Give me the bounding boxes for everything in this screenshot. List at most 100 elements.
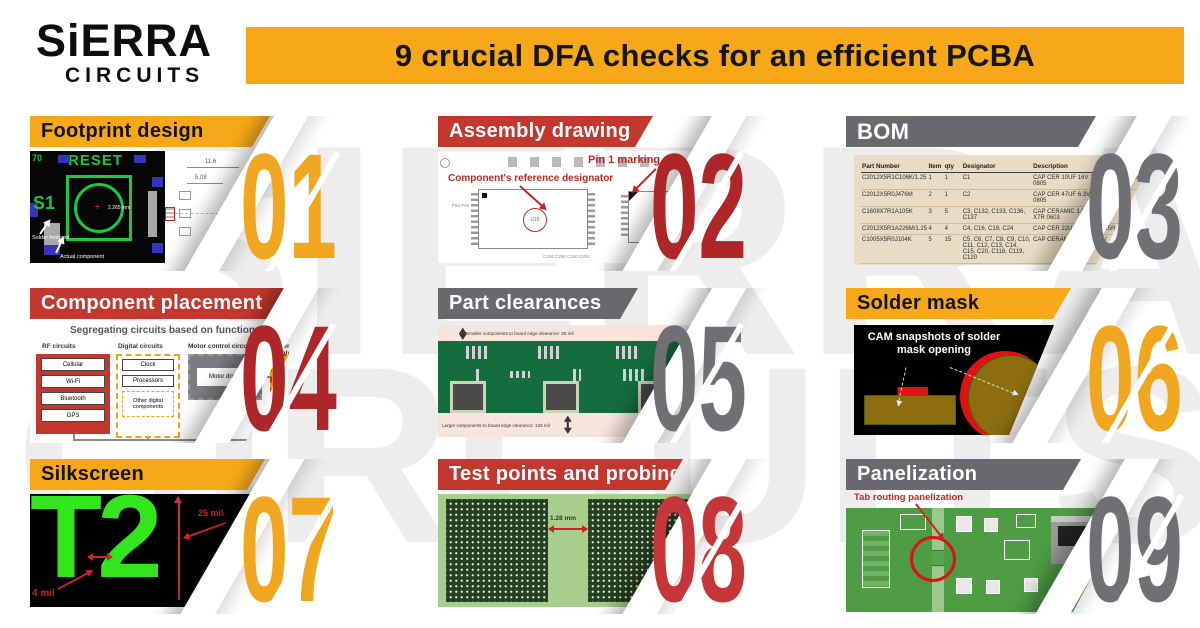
- height-dim-label: 25 mil: [198, 508, 224, 518]
- tab-highlight-circle: [910, 536, 956, 582]
- card-component-placement: Component placement Segregating circuits…: [30, 288, 375, 443]
- solder-footprint-label: Solder footprint: [32, 235, 70, 241]
- smt-pad: [956, 578, 972, 594]
- bom-cell: 5: [927, 235, 943, 264]
- rf-circuits-box: Cellular Wi-Fi Bluetooth GPS: [36, 354, 110, 434]
- card-number: 05: [650, 294, 747, 443]
- logo-line2: CIRCUITS: [65, 64, 205, 87]
- card-part-clearances: Part clearances Smaller components to bo…: [438, 288, 783, 443]
- dim-line: [187, 167, 239, 168]
- page-title: 9 crucial DFA checks for an efficient PC…: [394, 37, 1036, 73]
- card-number: 07: [240, 465, 337, 614]
- part-outline: [179, 191, 191, 200]
- pad: [152, 243, 163, 253]
- dimension-label: 2.265 mm: [108, 205, 131, 211]
- block: Other digital components: [122, 391, 174, 417]
- card-silkscreen: Silkscreen T2 4 mil 25 mil 07: [30, 459, 375, 614]
- width-dim-arrow: [88, 556, 112, 558]
- logo-line1: SiERRA: [36, 15, 213, 66]
- sierra-circuits-logo: SiERRA CIRCUITS: [36, 18, 212, 86]
- footprint-courtyard: [66, 175, 132, 241]
- fiducial-pads-row: [508, 157, 658, 167]
- title-banner: 9 crucial DFA checks for an efficient PC…: [246, 27, 1184, 84]
- card-number: 03: [1086, 122, 1183, 271]
- footprint-circle: [74, 183, 124, 233]
- silkscreen-outline: [862, 530, 890, 588]
- silkscreen-70-label: 70: [32, 153, 43, 163]
- gap-dim-arrow: [549, 528, 587, 530]
- dim-arrow: [567, 417, 569, 433]
- component-cluster: [476, 369, 482, 381]
- bom-header-cell: Description: [1032, 161, 1129, 173]
- block: Cellular: [41, 358, 105, 371]
- bom-cell: 4: [944, 224, 962, 235]
- pad: [30, 203, 38, 217]
- dim-arrow: [462, 329, 464, 339]
- pin1-annotation: Pin 1 marking: [588, 154, 661, 166]
- component-cluster: [573, 369, 581, 381]
- card-panelization: Panelization Tab routing panelization 09: [846, 459, 1191, 614]
- clearance-note: Larger components to board edge clearanc…: [442, 423, 550, 428]
- test-point-array: [446, 499, 548, 602]
- pin-row: [621, 195, 628, 239]
- block: GPS: [41, 409, 105, 422]
- connector-shield: [1051, 516, 1113, 524]
- fiducial-target: [440, 158, 450, 168]
- bom-cell: C4, C16, C19, C24: [962, 224, 1032, 235]
- bom-header-cell: Designator: [962, 161, 1032, 173]
- card-title: Part clearances: [438, 288, 638, 319]
- highlighted-part: [165, 207, 175, 221]
- digital-circuits-box: Clock Processors Other digital component…: [116, 354, 180, 438]
- card-assembly-drawing: Assembly drawing U16 U13 Component's ref…: [438, 116, 783, 271]
- block: Processors: [122, 375, 174, 387]
- tab-routing-annotation: Tab routing panelization: [854, 492, 964, 503]
- component-cluster: [466, 346, 490, 359]
- mask-opening-strip: [898, 387, 928, 395]
- card-title: Assembly drawing: [438, 116, 653, 147]
- dim-value: 11.6: [205, 159, 217, 165]
- card-number: 06: [1086, 294, 1183, 443]
- card-title: Silkscreen: [30, 459, 265, 490]
- card-footprint-design: Footprint design 70 RESET + 2.265 mm S1: [30, 116, 375, 271]
- pad: [134, 155, 146, 163]
- bom-header-cell: qty: [944, 161, 962, 173]
- connector-line: [147, 438, 149, 440]
- card-title: BOM: [846, 116, 1096, 147]
- bom-cell: C5, C6, C7, C8, C9, C10, C11, C12, C13, …: [962, 235, 1032, 264]
- pin1-dot: [482, 193, 487, 198]
- smt-pad: [956, 516, 972, 532]
- ref-label: P64 P66: [452, 203, 470, 208]
- smt-pad: [1024, 578, 1038, 592]
- copper-pad: [864, 395, 956, 425]
- bom-cell: C1: [962, 173, 1032, 190]
- smt-pad: [984, 518, 998, 532]
- large-ic: [543, 381, 579, 413]
- bom-cell: C1608X7R1A105K: [861, 207, 927, 224]
- bom-cell: C3, C132, C133, C136, C137: [962, 207, 1032, 224]
- pin-row: [588, 193, 595, 245]
- actual-component-label: Actual component: [60, 254, 105, 260]
- bom-cell: C2: [962, 190, 1032, 207]
- card-number: 02: [650, 122, 747, 271]
- smt-pad: [986, 580, 1000, 594]
- bom-cell: C1005X5R0J104K: [861, 235, 927, 264]
- ic-outline: [1016, 514, 1036, 528]
- clearance-note: Smaller components to board edge clearan…: [466, 331, 574, 336]
- connector-line: [73, 439, 288, 441]
- bom-cell: 1: [944, 190, 962, 207]
- ref-label: C184 C255 C250 C252: [543, 254, 590, 259]
- centerline: [175, 213, 229, 214]
- card-title: Solder mask: [846, 288, 1071, 319]
- refdes-annotation: Component's reference designator: [448, 173, 614, 184]
- bom-cell: C2012X5R0J476M: [861, 190, 927, 207]
- bom-header-cell: Item: [927, 161, 943, 173]
- card-title: Panelization: [846, 459, 1081, 490]
- refdes-s1: S1: [33, 193, 56, 213]
- block: Clock: [122, 359, 174, 371]
- pad: [152, 177, 163, 187]
- bom-cell: 5: [944, 207, 962, 224]
